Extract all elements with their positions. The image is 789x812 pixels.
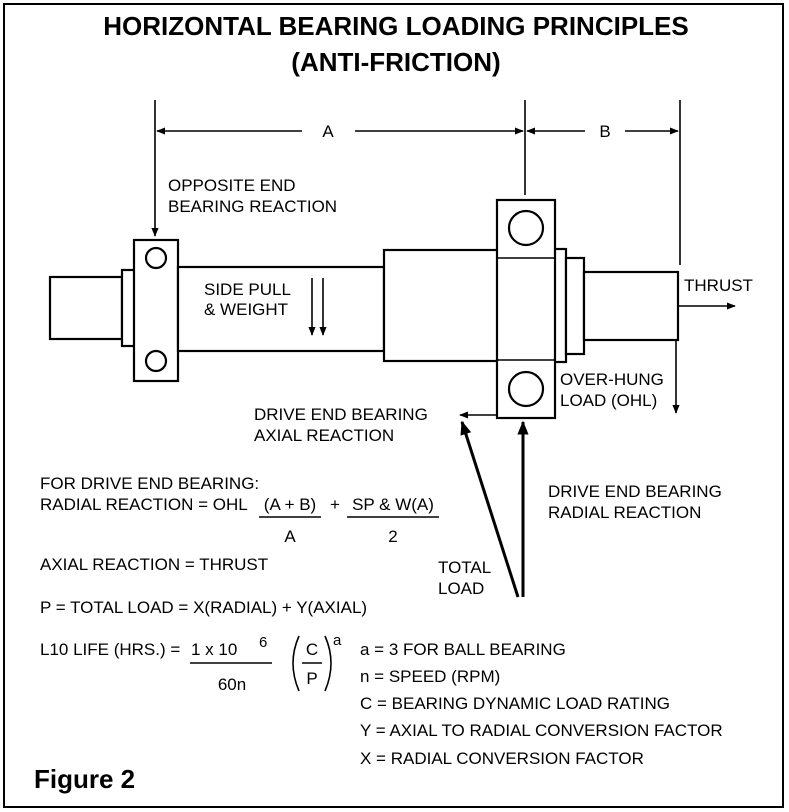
bearing-ball-icon — [507, 370, 545, 408]
axial-formula: AXIAL REACTION = THRUST — [40, 555, 268, 574]
radial-frac2-den: 2 — [388, 527, 397, 546]
legend-item: n = SPEED (RPM) — [360, 667, 500, 686]
diagram-frame — [3, 3, 784, 808]
ratio-denominator: P — [306, 669, 317, 688]
total-load-formula: P = TOTAL LOAD = X(RADIAL) + Y(AXIAL) — [40, 598, 367, 617]
shaft-stub — [48, 275, 124, 341]
radial-plus: + — [330, 495, 340, 514]
bearing-ball-icon — [144, 349, 168, 373]
opposite-end-label-1: OPPOSITE END — [168, 176, 296, 195]
thrust-label: THRUST — [684, 276, 753, 295]
bearing-ball-icon — [144, 246, 168, 270]
bearing-ball-icon — [507, 209, 545, 247]
axial-reaction-label-1: DRIVE END BEARING — [254, 405, 428, 424]
total-load-label-1: TOTAL — [438, 558, 491, 577]
right-paren — [324, 635, 332, 692]
radial-reaction-label-2: RADIAL REACTION — [548, 503, 701, 522]
legend-item: C = BEARING DYNAMIC LOAD RATING — [360, 694, 670, 713]
left-paren — [292, 635, 300, 692]
total-load-arrow — [460, 420, 520, 598]
life-exponent: 6 — [259, 634, 267, 651]
radial-formula-prefix: RADIAL REACTION = OHL — [40, 495, 248, 514]
life-numerator: 1 x 10 — [191, 640, 237, 659]
ratio-numerator: C — [306, 640, 318, 659]
total-load-label-2: LOAD — [438, 579, 484, 598]
rotor-housing — [382, 248, 500, 363]
radial-frac1-den: A — [284, 527, 296, 546]
overhung-label-2: LOAD (OHL) — [560, 391, 657, 410]
side-pull-label-2: & WEIGHT — [204, 300, 288, 319]
radial-frac2-num: SP & W(A) — [352, 495, 434, 514]
title-line-2: (ANTI-FRICTION) — [291, 47, 500, 77]
shoulder-ring — [564, 256, 586, 356]
title-line-1: HORIZONTAL BEARING LOADING PRINCIPLES — [103, 11, 689, 41]
legend-item: Y = AXIAL TO RADIAL CONVERSION FACTOR — [360, 721, 723, 740]
figure-label: Figure 2 — [34, 764, 135, 794]
motor-shaft — [176, 265, 386, 353]
radial-reaction-label-1: DRIVE END BEARING — [548, 482, 722, 501]
legend-item: a = 3 FOR BALL BEARING — [360, 640, 566, 659]
axial-reaction-label-2: AXIAL REACTION — [254, 426, 394, 445]
ratio-exponent: a — [333, 632, 342, 649]
life-denominator: 60n — [218, 675, 246, 694]
side-pull-label-1: SIDE PULL — [204, 280, 291, 299]
radial-frac1-num: (A + B) — [264, 495, 316, 514]
drive-end-shaft — [582, 270, 680, 342]
life-formula-prefix: L10 LIFE (HRS.) = — [40, 640, 180, 659]
dim-a-label: A — [322, 122, 334, 141]
opposite-end-label-2: BEARING REACTION — [168, 197, 337, 216]
dim-b-label: B — [599, 122, 610, 141]
overhung-label-1: OVER-HUNG — [560, 370, 664, 389]
formula-heading: FOR DRIVE END BEARING: — [40, 474, 259, 493]
legend-item: X = RADIAL CONVERSION FACTOR — [360, 749, 644, 768]
